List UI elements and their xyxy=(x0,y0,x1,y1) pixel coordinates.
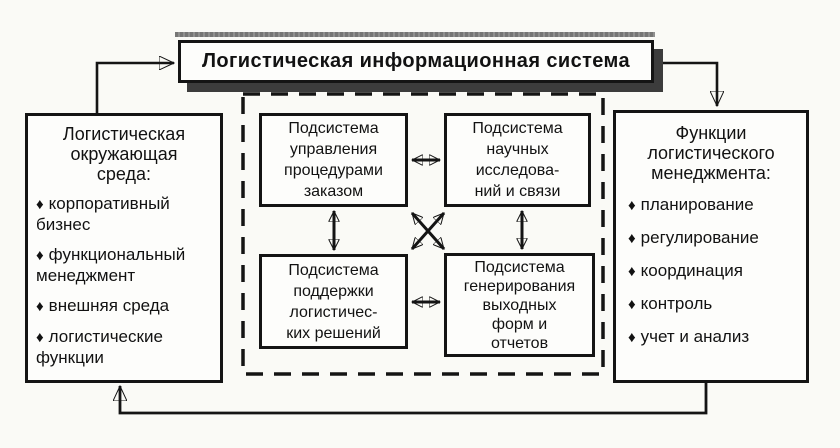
subsystem-label: Подсистема поддержки логистичес- ких реш… xyxy=(286,261,381,342)
diagram-title: Логистическая информационная система xyxy=(201,50,631,72)
subsystem-label: Подсистема управления процедурами заказо… xyxy=(284,120,383,200)
diamond-bullet-icon: ♦ xyxy=(36,247,44,264)
diamond-bullet-icon: ♦ xyxy=(36,298,44,315)
management-functions-box: Функции логистического менеджмента: ♦пла… xyxy=(613,110,809,383)
title-box: Логистическая информационная система xyxy=(178,40,654,83)
list-item: ♦регулирование xyxy=(624,228,798,249)
list-item: ♦логистические функции xyxy=(36,327,212,368)
diamond-bullet-icon: ♦ xyxy=(36,329,44,346)
subsystem-box-research-communication: Подсистема научных исследова- ний и связ… xyxy=(444,113,591,207)
functions-box-title: Функции логистического менеджмента: xyxy=(647,123,775,183)
diamond-bullet-icon: ♦ xyxy=(628,230,636,247)
subsystem-box-order-management: Подсистема управления процедурами заказо… xyxy=(259,113,408,207)
list-item-label: планирование xyxy=(640,195,754,214)
list-item-label: координация xyxy=(640,261,743,280)
subsystem-label: Подсистема научных исследова- ний и связ… xyxy=(472,120,563,200)
subsystem-box-decision-support: Подсистема поддержки логистичес- ких реш… xyxy=(259,254,408,349)
arrow-system-to-functions xyxy=(656,61,717,106)
list-item-label: регулирование xyxy=(640,228,759,247)
subsystem-box-output-generation: Подсистема генерирования выходных форм и… xyxy=(444,253,595,357)
list-item: ♦корпоративный бизнес xyxy=(36,194,212,235)
diamond-bullet-icon: ♦ xyxy=(628,263,636,280)
arrow-feedback-loop xyxy=(120,383,708,415)
list-item: ♦планирование xyxy=(624,195,798,216)
list-item: ♦контроль xyxy=(624,294,798,315)
subsystem-label: Подсистема генерирования выходных форм и… xyxy=(463,258,576,352)
halftone-strip xyxy=(175,32,655,37)
diamond-bullet-icon: ♦ xyxy=(36,196,44,213)
list-item-label: корпоративный бизнес xyxy=(36,194,170,234)
list-item-label: логистические функции xyxy=(36,327,163,367)
list-item: ♦внешняя среда xyxy=(36,296,212,317)
diamond-bullet-icon: ♦ xyxy=(628,329,636,346)
list-item: ♦координация xyxy=(624,261,798,282)
arrow-environment-to-system xyxy=(95,63,174,113)
list-item: ♦функциональный менеджмент xyxy=(36,245,212,286)
list-item: ♦учет и анализ xyxy=(624,327,798,348)
logistics-environment-box: Логистическая окружающая среда: ♦корпора… xyxy=(25,113,223,383)
dashed-boundary xyxy=(241,92,605,376)
diamond-bullet-icon: ♦ xyxy=(628,197,636,214)
diamond-bullet-icon: ♦ xyxy=(628,296,636,313)
list-item-label: функциональный менеджмент xyxy=(36,245,186,285)
environment-box-title: Логистическая окружающая среда: xyxy=(62,124,186,184)
list-item-label: учет и анализ xyxy=(640,327,750,346)
list-item-label: внешняя среда xyxy=(48,296,170,315)
cross-arrow-diagonal-2 xyxy=(410,212,446,250)
list-item-label: контроль xyxy=(640,294,713,313)
